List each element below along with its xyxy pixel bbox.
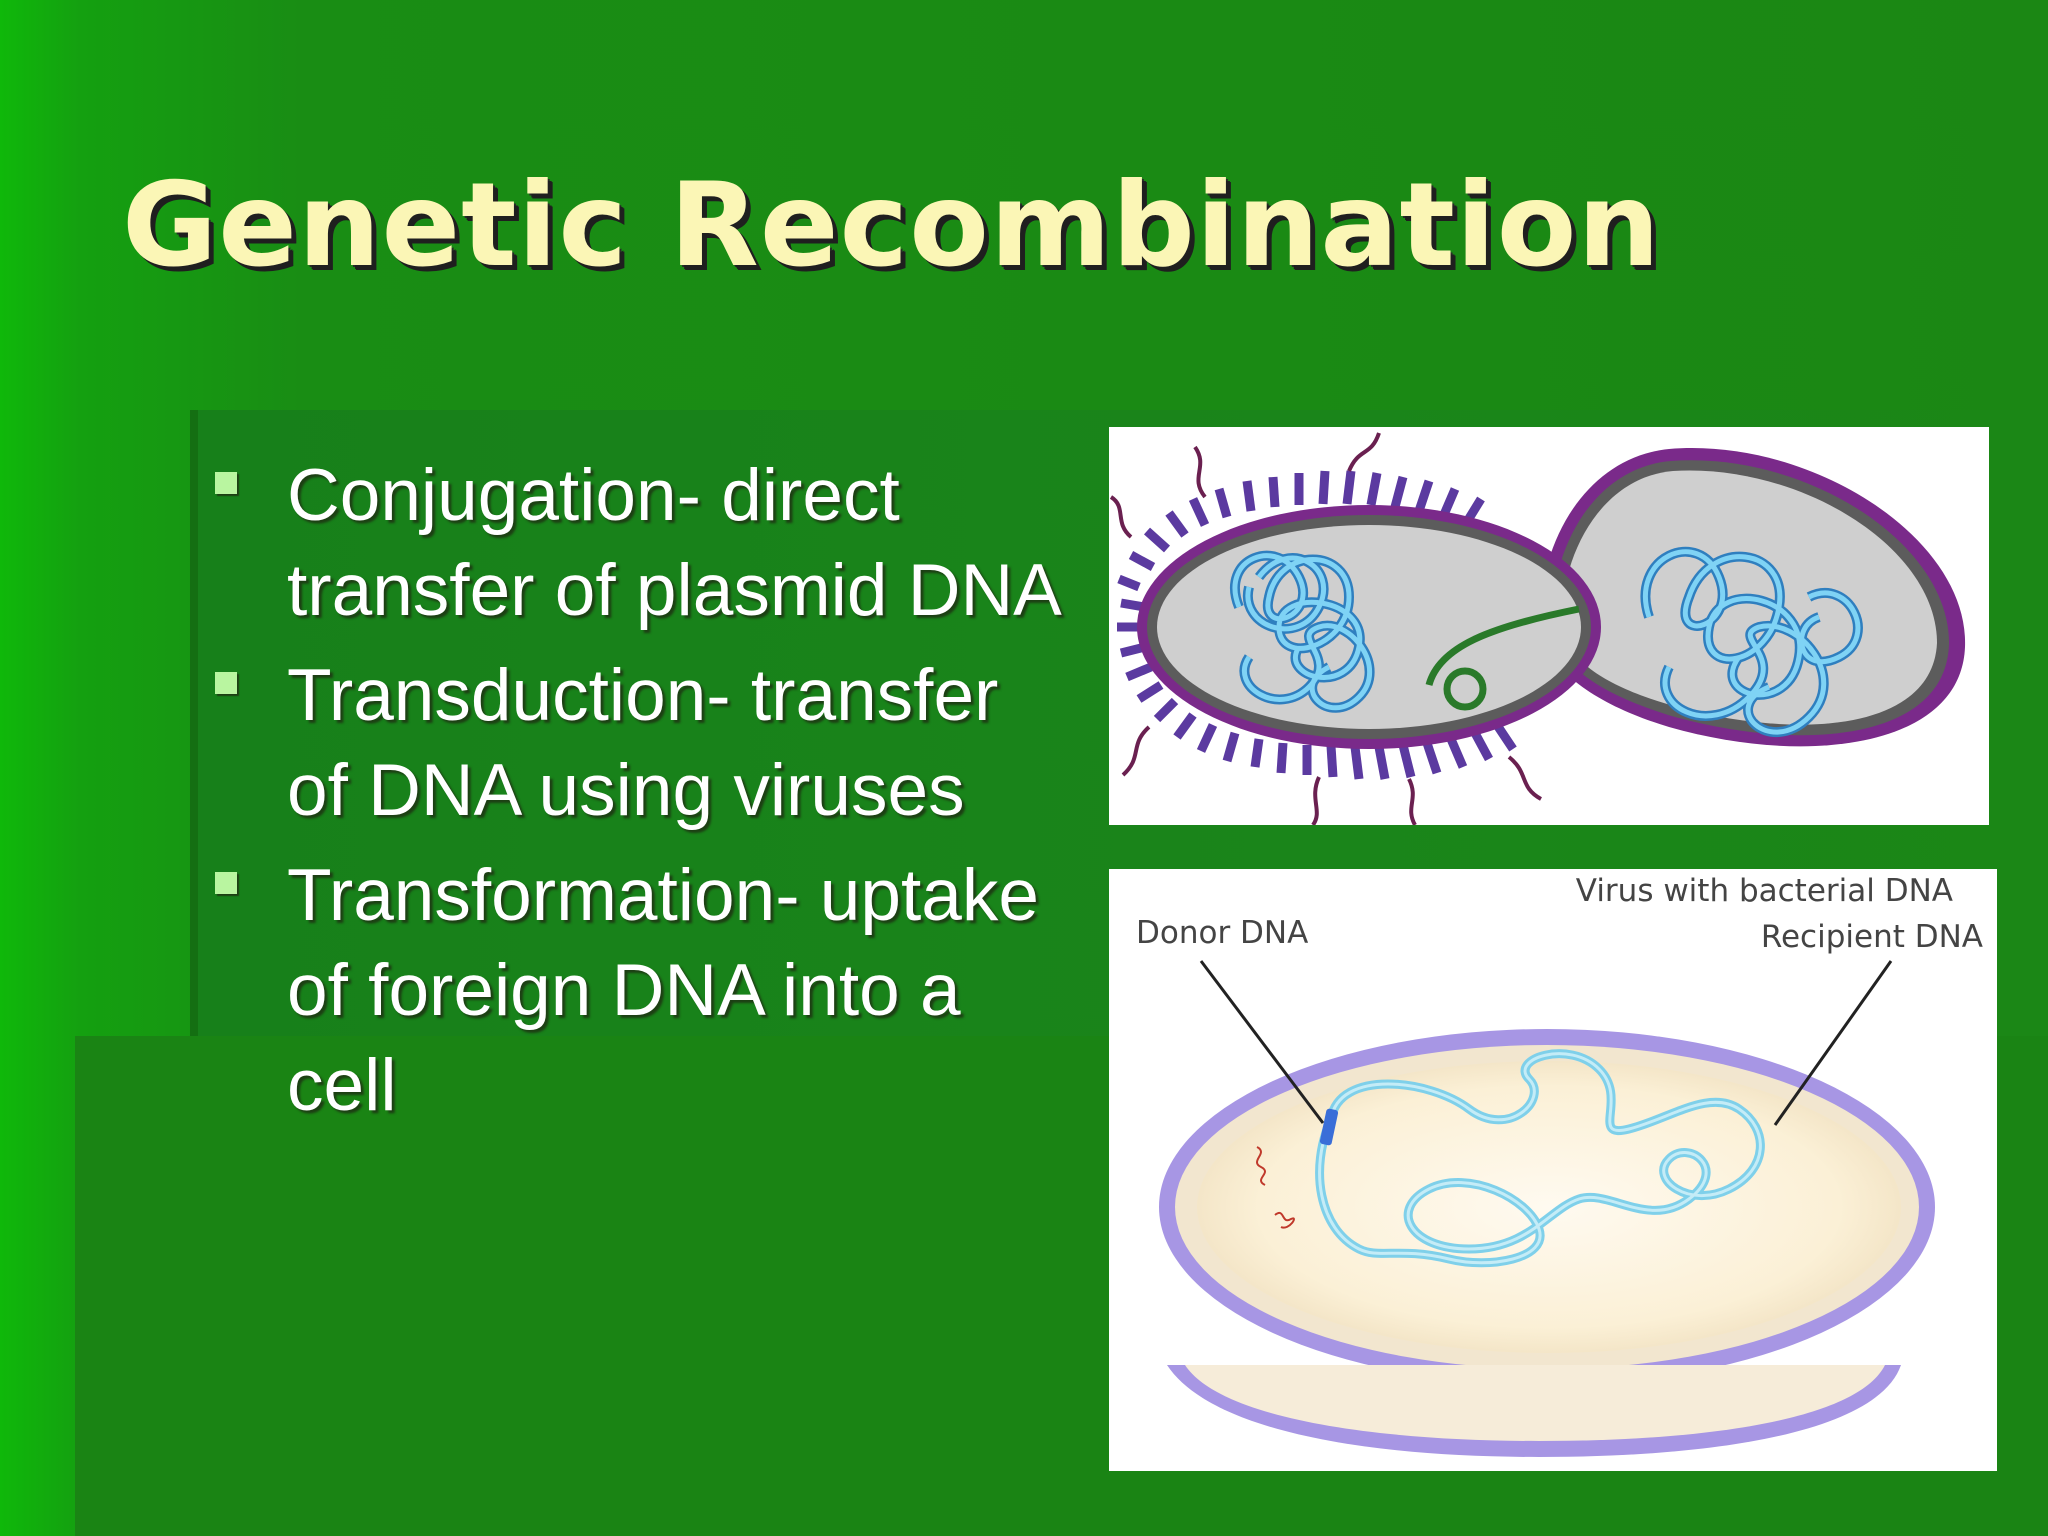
cytoplasm xyxy=(1197,1061,1901,1353)
donor-pointer-line xyxy=(1199,960,1325,1124)
slide-title: Genetic Recombination xyxy=(122,158,1661,293)
slide-background-band-edge xyxy=(190,410,198,1040)
donor-dna-segment xyxy=(1319,1108,1339,1146)
second-cell-interior xyxy=(1185,1365,1885,1441)
plasmid xyxy=(1425,605,1580,711)
chromosome-left-highlight xyxy=(1232,553,1373,711)
bullet-square-icon xyxy=(215,872,237,894)
foreign-dna-fragments xyxy=(1256,1146,1295,1229)
bullet-conjugation: Conjugation- direct transfer of plasmid … xyxy=(215,448,1075,638)
transduction-illustration: Virus with bacterial DNA Donor DNA Recip… xyxy=(1109,869,1997,1471)
bullet-list: Conjugation- direct transfer of plasmid … xyxy=(215,448,1075,1143)
bullet-text: Transduction- transfer of DNA using viru… xyxy=(287,655,999,831)
bullet-square-icon xyxy=(215,472,237,494)
flagella xyxy=(1109,432,1543,825)
conjugation-illustration xyxy=(1109,427,1989,825)
bullet-transformation: Transformation- uptake of foreign DNA in… xyxy=(215,848,1075,1133)
donor-cell xyxy=(1137,505,1601,749)
recipient-pointer-line xyxy=(1773,960,1893,1126)
chromosome-right-highlight xyxy=(1643,549,1861,735)
label-donor-dna: Donor DNA xyxy=(1136,915,1309,951)
transduction-diagram xyxy=(1159,960,1935,1457)
bullet-transduction: Transduction- transfer of DNA using viru… xyxy=(215,648,1075,838)
label-virus-dna: Virus with bacterial DNA xyxy=(1575,873,1953,909)
bullet-square-icon xyxy=(215,672,237,694)
recipient-dna-loop xyxy=(1315,1049,1765,1268)
bullet-text: Conjugation- direct transfer of plasmid … xyxy=(287,455,1062,631)
conjugation-diagram xyxy=(1109,432,1966,825)
bullet-text: Transformation- uptake of foreign DNA in… xyxy=(287,855,1039,1126)
label-recipient-dna: Recipient DNA xyxy=(1760,919,1983,955)
